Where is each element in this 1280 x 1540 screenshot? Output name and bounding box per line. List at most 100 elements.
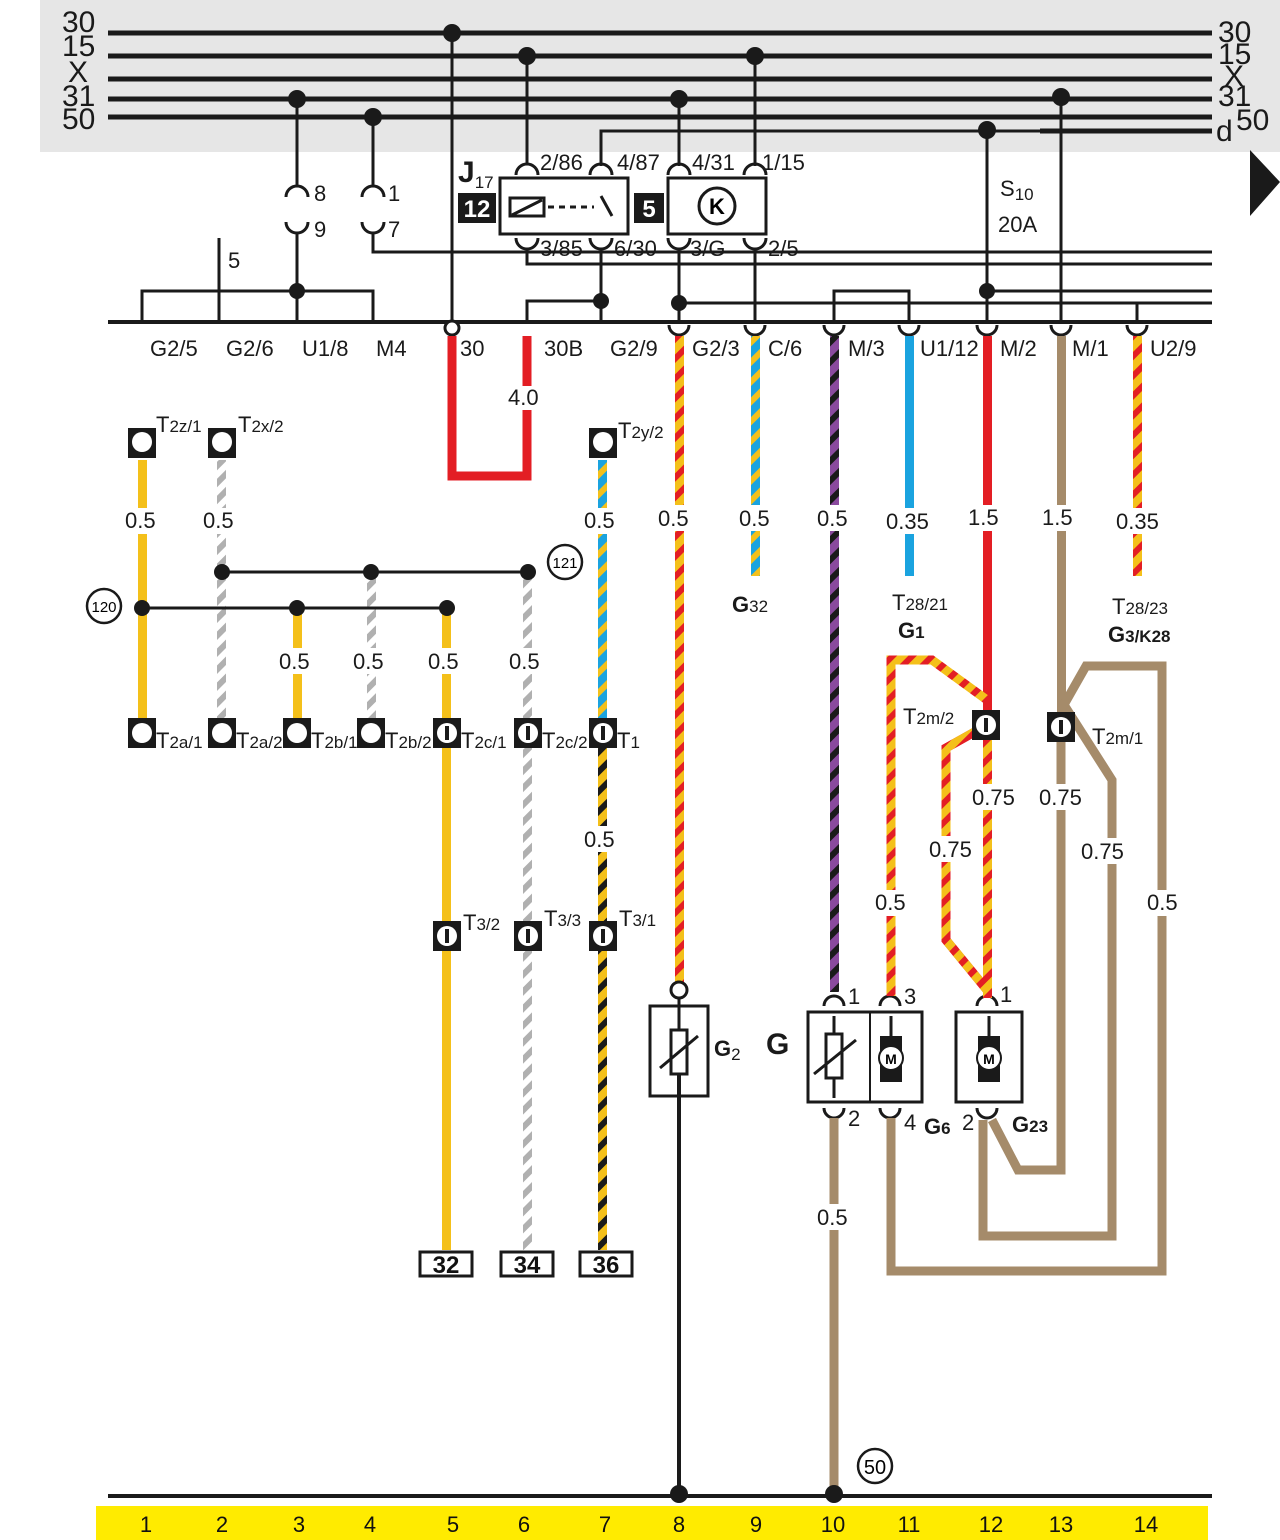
wire-size-t1: 0.5: [584, 827, 615, 852]
switch-pin-8: 8: [314, 181, 326, 206]
component-g1: G1: [898, 618, 925, 643]
svg-text:K: K: [709, 194, 725, 219]
column-11: 11: [898, 1512, 921, 1537]
connector-t2y2-label: T2y/2: [618, 418, 664, 443]
wire-size-g3-a: 0.75: [1039, 785, 1082, 810]
wire-size-t2b1: 0.5: [279, 649, 310, 674]
module-terminal-4-31: 4/31: [692, 150, 735, 175]
wire-size-g3-c: 0.5: [1147, 890, 1178, 915]
wire-size-g1-a: 0.75: [972, 785, 1015, 810]
connector-t2x2-label: T2x/2: [238, 412, 284, 437]
splice-ref-120[interactable]: [85, 587, 123, 625]
wire-size-u1-12: 0.35: [886, 509, 929, 534]
continuation-32: [418, 1250, 474, 1278]
relay-contact-icon: [599, 195, 614, 217]
column-7: 7: [599, 1512, 611, 1537]
wire-t2z1: [138, 460, 147, 730]
wire-t2x2: [217, 460, 226, 730]
wire-g3-b: [978, 697, 1117, 1241]
wire-size-t2c2: 0.5: [509, 649, 540, 674]
wire-size-g1-c: 0.5: [875, 890, 906, 915]
module-terminal-3-g: 3/G: [690, 236, 725, 261]
rail-header-bg: [40, 0, 1280, 152]
wire-size-30b: 4.0: [508, 385, 539, 410]
switch-pin-9: 9: [314, 217, 326, 242]
wire-size-t2c1: 0.5: [428, 649, 459, 674]
wire-to-34: [523, 748, 532, 1250]
connector-t28-23: T28/23: [1112, 594, 1168, 619]
relay-box-number: [458, 193, 496, 223]
connector-t32-label: T3/2: [463, 910, 500, 935]
wire-g3-c: [886, 661, 1167, 1276]
wire-size-m-3: 0.5: [817, 506, 848, 531]
bus-label-g2-9: G2/9: [610, 336, 658, 361]
rail-30-label-left: 30: [62, 6, 95, 39]
column-number-strip: [96, 1506, 1208, 1540]
connector-t2b1-label: T2b/1: [311, 728, 358, 753]
ground-ref-50[interactable]: [856, 1447, 894, 1485]
bus-label-u2-9: U2/9: [1150, 336, 1196, 361]
rail-50-label-left: 50: [62, 103, 95, 136]
rail-30-label-right: 30: [1218, 16, 1251, 49]
column-6: 6: [518, 1512, 530, 1537]
wire-g3-a: [988, 740, 1066, 1175]
wire-size-m-2: 1.5: [968, 505, 999, 530]
svg-text:50: 50: [864, 1457, 886, 1479]
wire-size-c-6: 0.5: [739, 506, 770, 531]
connector-t1-label: T1: [617, 728, 640, 753]
ignition-switch-contacts: [140, 184, 1212, 322]
rail-50-label-right: 50: [1236, 104, 1269, 137]
wire-size-m-1: 1.5: [1042, 505, 1073, 530]
connector-t2c2-label: T2c/2: [542, 728, 588, 753]
column-13: 13: [1049, 1512, 1073, 1537]
wire-g1-c: [886, 655, 990, 996]
bus-label-m-2: M/2: [1000, 336, 1037, 361]
column-1: 1: [140, 1512, 152, 1537]
page-continue-arrow[interactable]: [1250, 150, 1280, 216]
svg-text:M: M: [885, 1051, 897, 1067]
svg-text:36: 36: [593, 1252, 620, 1279]
wire-size-g3-b: 0.75: [1081, 839, 1124, 864]
column-2: 2: [216, 1512, 228, 1537]
continuation-34: [499, 1250, 555, 1278]
switch-pin-1: 1: [388, 181, 400, 206]
wire-size-g2-9: 0.5: [658, 506, 689, 531]
bus-label-m-3: M/3: [848, 336, 885, 361]
connector-t2a2-label: T2a/2: [236, 728, 283, 753]
module-k-box-number: [634, 193, 664, 223]
column-14: 14: [1134, 1512, 1158, 1537]
switch-pin-5: 5: [228, 248, 240, 273]
bus-label-g2-5: G2/5: [150, 336, 198, 361]
column-10: 10: [821, 1512, 845, 1537]
component-g23-label: G23: [1012, 1112, 1048, 1137]
component-g2-label: G2: [714, 1036, 741, 1064]
rail-15-label-left: 15: [62, 30, 95, 63]
component-g-label: G: [766, 1028, 789, 1061]
bus-label-g2-3: G2/3: [692, 336, 740, 361]
terminal-30-pin: [443, 319, 461, 337]
bus-label-m-1: M/1: [1072, 336, 1109, 361]
pin-g-4: 4: [904, 1110, 916, 1135]
column-9: 9: [750, 1512, 762, 1537]
rail-31-label-right: 31: [1218, 80, 1251, 113]
connector-t2m1-label: T2m/1: [1092, 724, 1143, 749]
column-8: 8: [673, 1512, 685, 1537]
svg-text:121: 121: [552, 555, 577, 572]
fuse-s10: S10: [1000, 176, 1034, 204]
fuse-rating: 20A: [998, 212, 1037, 237]
wire-m-3: [830, 336, 839, 992]
wire-to-36: [598, 748, 607, 1250]
splice-ref-121[interactable]: [546, 543, 584, 581]
rail-d-label: d: [1216, 115, 1233, 148]
bus-label-u1-12: U1/12: [920, 336, 979, 361]
wire-size-t2z1: 0.5: [125, 508, 156, 533]
connector-t33-label: T3/3: [544, 906, 581, 931]
rail-x-label-right: X: [1224, 60, 1244, 93]
relay-terminal-3-85: 3/85: [540, 236, 583, 261]
wire-size-t2y2: 0.5: [584, 508, 615, 533]
wire-u1-12: [905, 336, 914, 576]
component-g6-label: G6: [924, 1114, 951, 1139]
rail-x-label-left: X: [68, 56, 88, 89]
connector-t2c1-label: T2c/1: [461, 728, 507, 753]
